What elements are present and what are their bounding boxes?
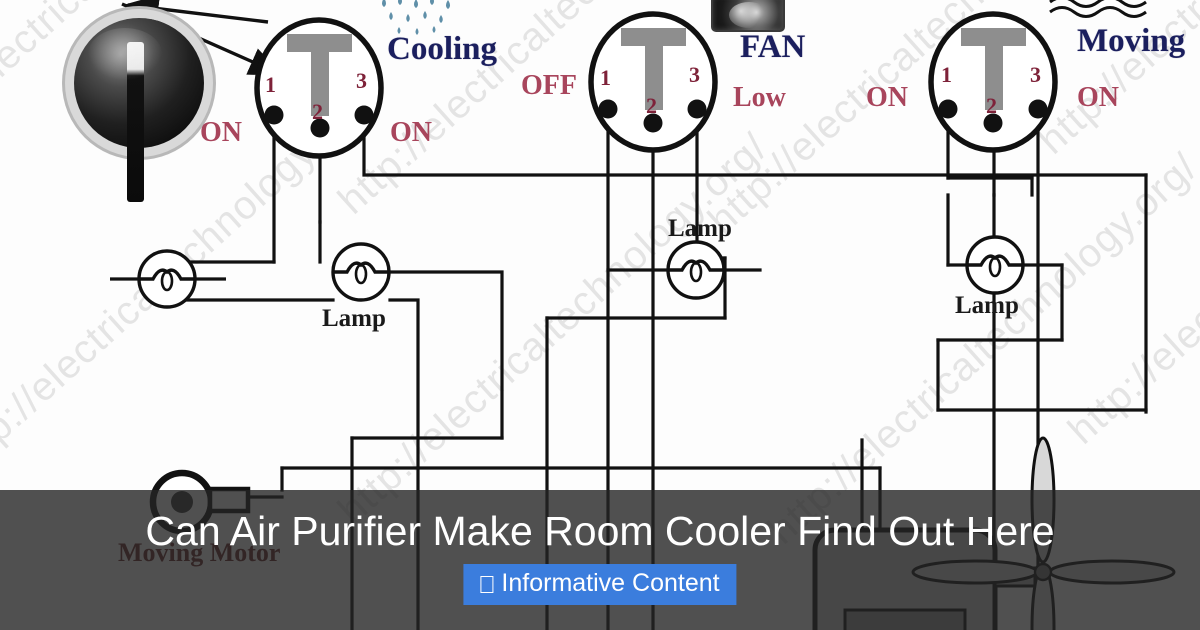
switch-body-moving[interactable]: [928, 11, 1058, 153]
switch-body-fan[interactable]: [588, 11, 718, 153]
switch-position-right-moving: ON: [1077, 82, 1119, 113]
lamp-symbol-moving: [965, 235, 1025, 295]
terminal-number-2-cooling: 2: [312, 99, 323, 124]
terminal-number-3-fan: 3: [689, 62, 700, 87]
switch-position-left-fan: OFF: [521, 70, 577, 101]
lamp-symbol-fan: [666, 240, 726, 300]
lamp-label-moving: Lamp: [955, 292, 1019, 319]
terminal-number-3-cooling: 3: [356, 68, 367, 93]
fan-photo-icon: [711, 0, 785, 32]
switch-position-right-fan: Low: [733, 82, 786, 113]
switch-function-label-fan: FAN: [740, 29, 806, 65]
switch-position-right-cooling: ON: [390, 117, 432, 148]
rotary-selector-knob[interactable]: [74, 18, 204, 202]
terminal-number-3-moving: 3: [1030, 62, 1041, 87]
terminal-number-2-moving: 2: [986, 93, 997, 118]
switch-position-left-cooling: ON: [200, 117, 242, 148]
callout-arrows: [121, 0, 284, 76]
water-droplets-icon: [382, 0, 450, 35]
terminal-number-1-fan: 1: [600, 65, 611, 90]
title-overlay-scrim: [0, 490, 1200, 630]
switch-function-label-moving: Moving: [1077, 23, 1186, 59]
lamp-symbol-indicator: [110, 249, 226, 309]
terminal-number-1-cooling: 1: [265, 72, 276, 97]
lamp-label-fan: Lamp: [668, 215, 732, 242]
missing-glyph-icon: [480, 576, 494, 593]
badge-label: Informative Content: [501, 569, 720, 597]
switch-function-label-cooling: Cooling: [387, 31, 498, 67]
lamp-label-cooling: Lamp: [322, 305, 386, 332]
wavy-lines-icon: [1049, 0, 1147, 18]
switch-body-cooling[interactable]: [254, 17, 384, 159]
terminal-number-2-fan: 2: [646, 93, 657, 118]
informative-content-badge[interactable]: Informative Content: [463, 564, 737, 605]
knob-highlight: [88, 28, 162, 80]
switch-position-left-moving: ON: [866, 82, 908, 113]
page-title: Can Air Purifier Make Room Cooler Find O…: [145, 508, 1055, 554]
knob-indicator-line: [127, 42, 144, 202]
terminal-number-1-moving: 1: [941, 62, 952, 87]
lamp-symbol-cooling: [331, 242, 391, 302]
